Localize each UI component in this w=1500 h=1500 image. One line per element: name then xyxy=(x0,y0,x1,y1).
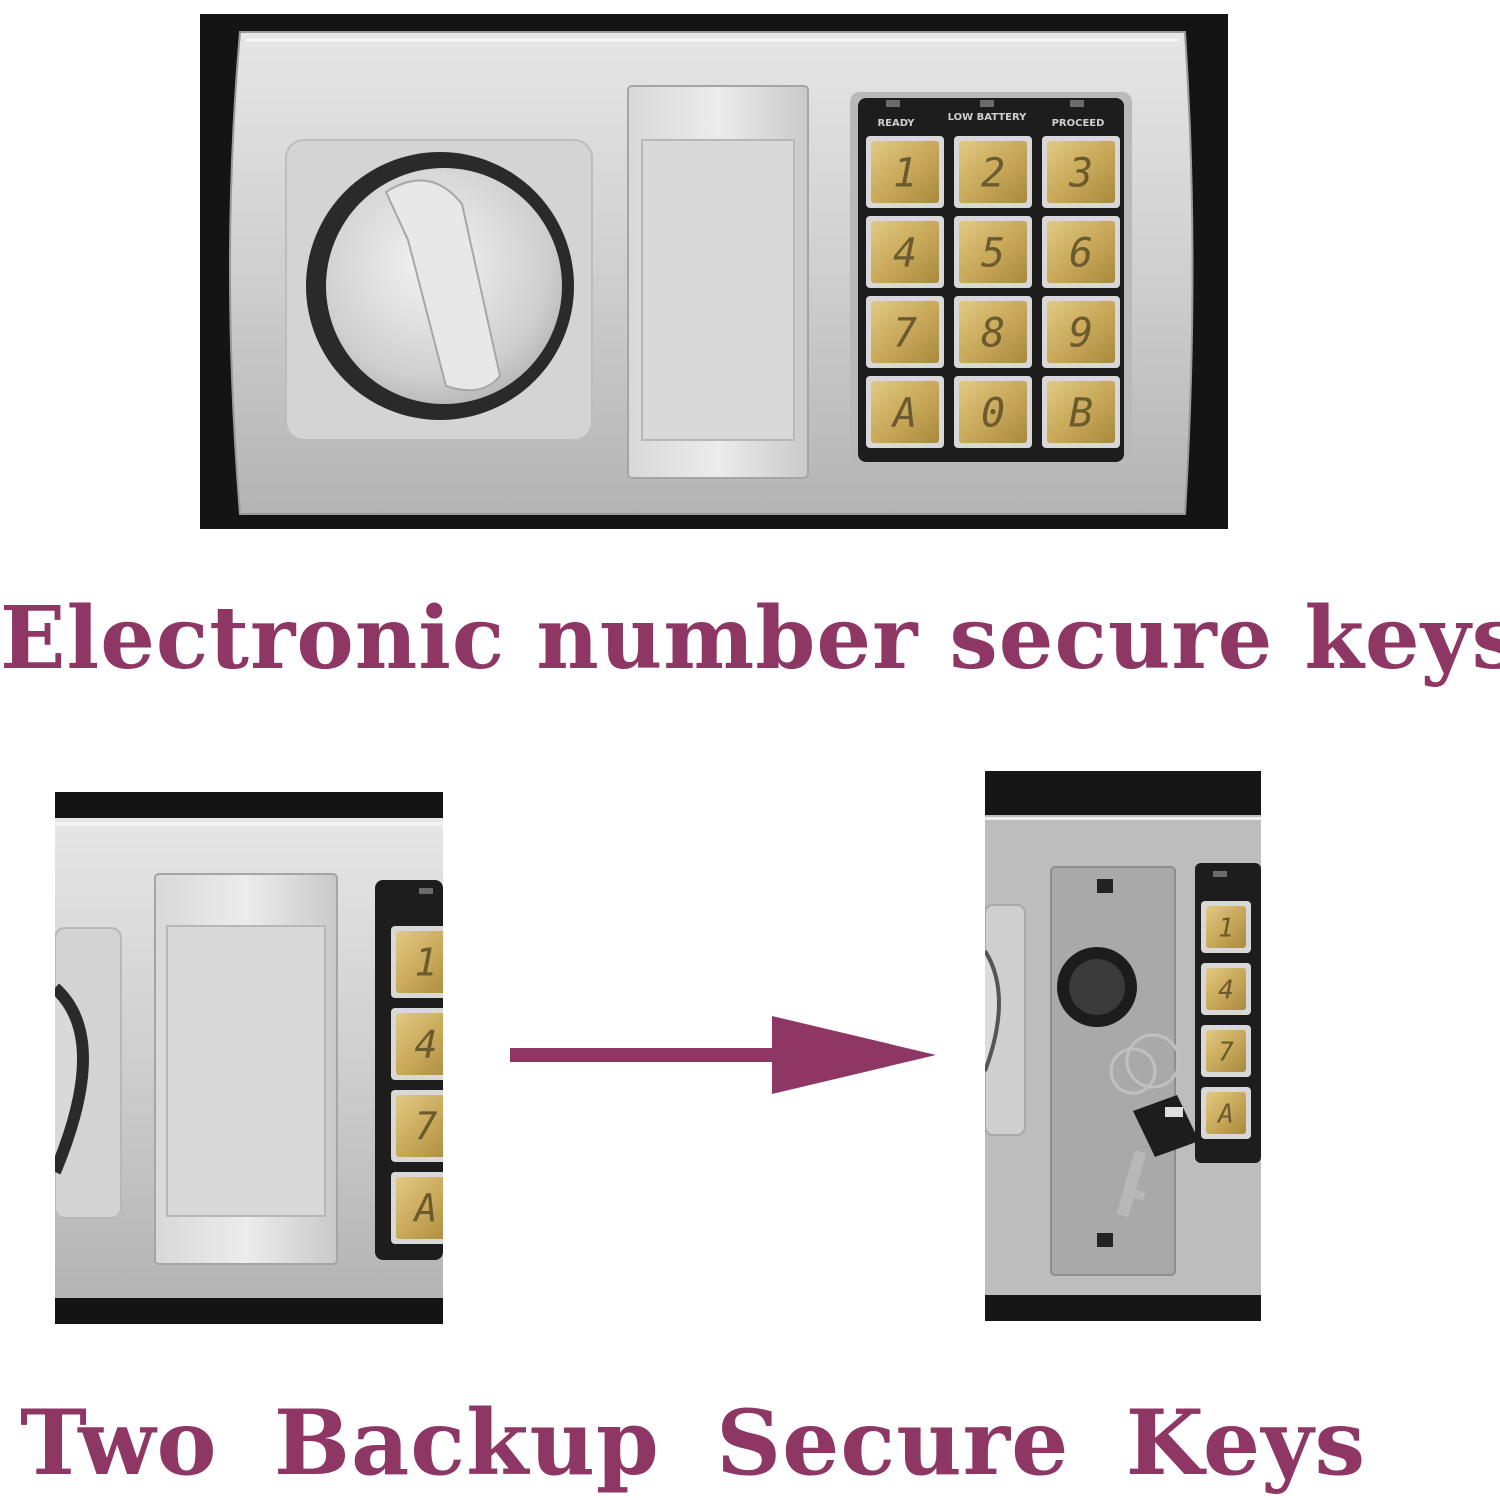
keypad-key-label: 7 xyxy=(415,1105,438,1149)
headline-bottom: Two Backup Secure Keys xyxy=(20,1390,1367,1496)
safe-panel-photo: READY LOW BATTERY PROCEED 1 2 3 4 5 6 7 8 9A 0 B xyxy=(200,14,1228,529)
keypad-key-label: 7 xyxy=(893,310,917,356)
keypad-key-label: 4 xyxy=(1218,975,1234,1005)
keypad-key-label: 6 xyxy=(1069,230,1093,276)
headline-top: Electronic number secure keys xyxy=(0,588,1500,689)
keypad-key-label: 2 xyxy=(981,150,1005,196)
keypad-key-label: A xyxy=(413,1187,438,1231)
indicator-ready: READY xyxy=(877,118,915,129)
open-cover-photo: 1 4 7A xyxy=(985,771,1261,1321)
keypad-key-4[interactable]: 4 xyxy=(391,1008,443,1080)
keypad-key-label: 8 xyxy=(981,310,1005,356)
keypad-key-label: 4 xyxy=(893,230,917,276)
keypad-key-label: A xyxy=(1216,1099,1234,1129)
keypad-key-1[interactable]: 1 xyxy=(391,926,443,998)
keypad-key-7[interactable]: 7 xyxy=(1201,1025,1251,1077)
indicator-low-battery: LOW BATTERY xyxy=(948,112,1027,123)
keypad-key-label: 9 xyxy=(1069,310,1093,356)
keypad-key-label: 0 xyxy=(981,390,1005,436)
keypad-key-label: 4 xyxy=(415,1023,438,1067)
keypad-keys: 1 2 3 4 5 6 7 8 9A 0 B xyxy=(866,136,1120,448)
keypad-key-label: B xyxy=(1069,390,1093,436)
keypad-key-6[interactable]: 6 xyxy=(1042,216,1120,288)
keypad-key-1[interactable]: 1 xyxy=(866,136,944,208)
keypad-key-label: 1 xyxy=(415,941,438,985)
keypad-key-label: 7 xyxy=(1218,1037,1234,1067)
keypad-key-label: 1 xyxy=(893,150,917,196)
keypad-key-7[interactable]: 7 xyxy=(391,1090,443,1162)
keypad-key-4[interactable]: 4 xyxy=(1201,963,1251,1015)
keypad-key-1[interactable]: 1 xyxy=(1201,901,1251,953)
keypad-key-7[interactable]: 7 xyxy=(866,296,944,368)
indicator-proceed: PROCEED xyxy=(1052,118,1105,129)
keypad-key-0[interactable]: 0 xyxy=(954,376,1032,448)
keypad-key-5[interactable]: 5 xyxy=(954,216,1032,288)
keypad-key-4[interactable]: 4 xyxy=(866,216,944,288)
keypad-key-A[interactable]: A xyxy=(391,1172,443,1244)
keypad-key-3[interactable]: 3 xyxy=(1042,136,1120,208)
keypad-key-8[interactable]: 8 xyxy=(954,296,1032,368)
keypad-key-9[interactable]: 9 xyxy=(1042,296,1120,368)
closed-cover-photo: 1 4 7A xyxy=(55,792,443,1324)
keypad-key-label: 1 xyxy=(1218,913,1234,943)
arrow-right-icon xyxy=(510,1016,936,1094)
keypad-key-label: A xyxy=(890,390,917,436)
keypad-key-A[interactable]: A xyxy=(866,376,944,448)
keypad-key-A[interactable]: A xyxy=(1201,1087,1251,1139)
keypad-key-label: 3 xyxy=(1068,150,1093,196)
keypad-key-2[interactable]: 2 xyxy=(954,136,1032,208)
keypad-key-B[interactable]: B xyxy=(1042,376,1120,448)
key-icon xyxy=(1109,1033,1199,1217)
keypad-key-label: 5 xyxy=(981,230,1005,276)
